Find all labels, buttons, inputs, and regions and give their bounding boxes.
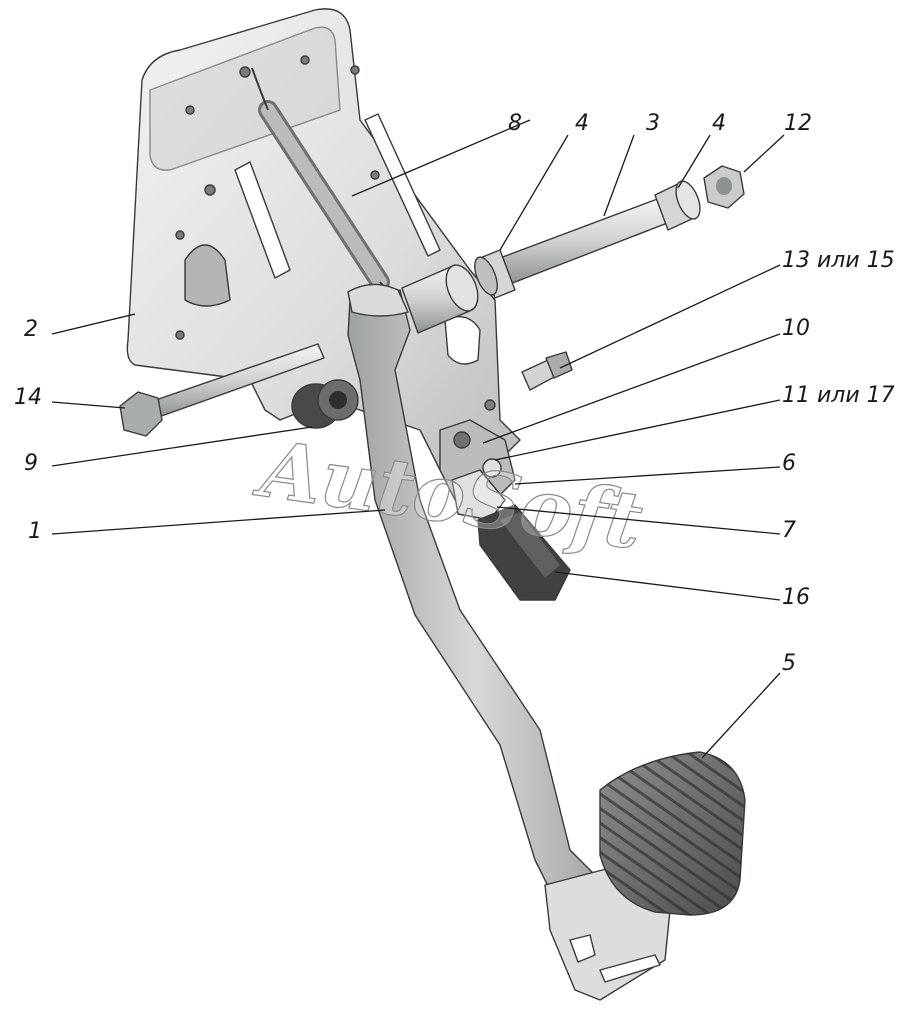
return-spring-8: [251, 67, 403, 305]
bracket-plate: [126, 8, 521, 481]
callout-label-4-right: 4: [712, 111, 726, 136]
pedal-hub-sleeve: [401, 264, 479, 334]
pedal-pad-5: [599, 751, 746, 916]
stud-13: [521, 351, 573, 391]
switch-16: [477, 504, 571, 601]
callout-label-9: 9: [24, 451, 38, 476]
callout-label-14: 14: [14, 385, 42, 410]
switch-bracket-parts: [439, 419, 516, 521]
callout-label-6: 6: [782, 451, 796, 476]
callout-label-11: 11 или 17: [782, 383, 895, 408]
callout-label-16: 16: [782, 585, 810, 610]
callout-label-4-left: 4: [575, 111, 589, 136]
pedal-axle-3: [474, 180, 701, 299]
bushing-9: [291, 379, 359, 429]
callout-label-2: 2: [24, 317, 38, 342]
callout-label-12: 12: [784, 111, 812, 136]
callout-label-5: 5: [782, 651, 796, 676]
bolt-14: [119, 343, 325, 437]
callout-label-8: 8: [508, 111, 522, 136]
callout-labels: 1 2 3 4 4 5 6 7 8 9 10 11 или 17 12 13 и…: [14, 111, 895, 676]
nut-12: [703, 165, 745, 209]
callout-label-7: 7: [782, 518, 796, 543]
callout-label-13: 13 или 15: [782, 248, 895, 273]
callout-label-1: 1: [28, 519, 42, 544]
callout-label-3: 3: [646, 111, 660, 136]
callout-label-10: 10: [782, 316, 810, 341]
leader-lines: [51, 119, 785, 759]
